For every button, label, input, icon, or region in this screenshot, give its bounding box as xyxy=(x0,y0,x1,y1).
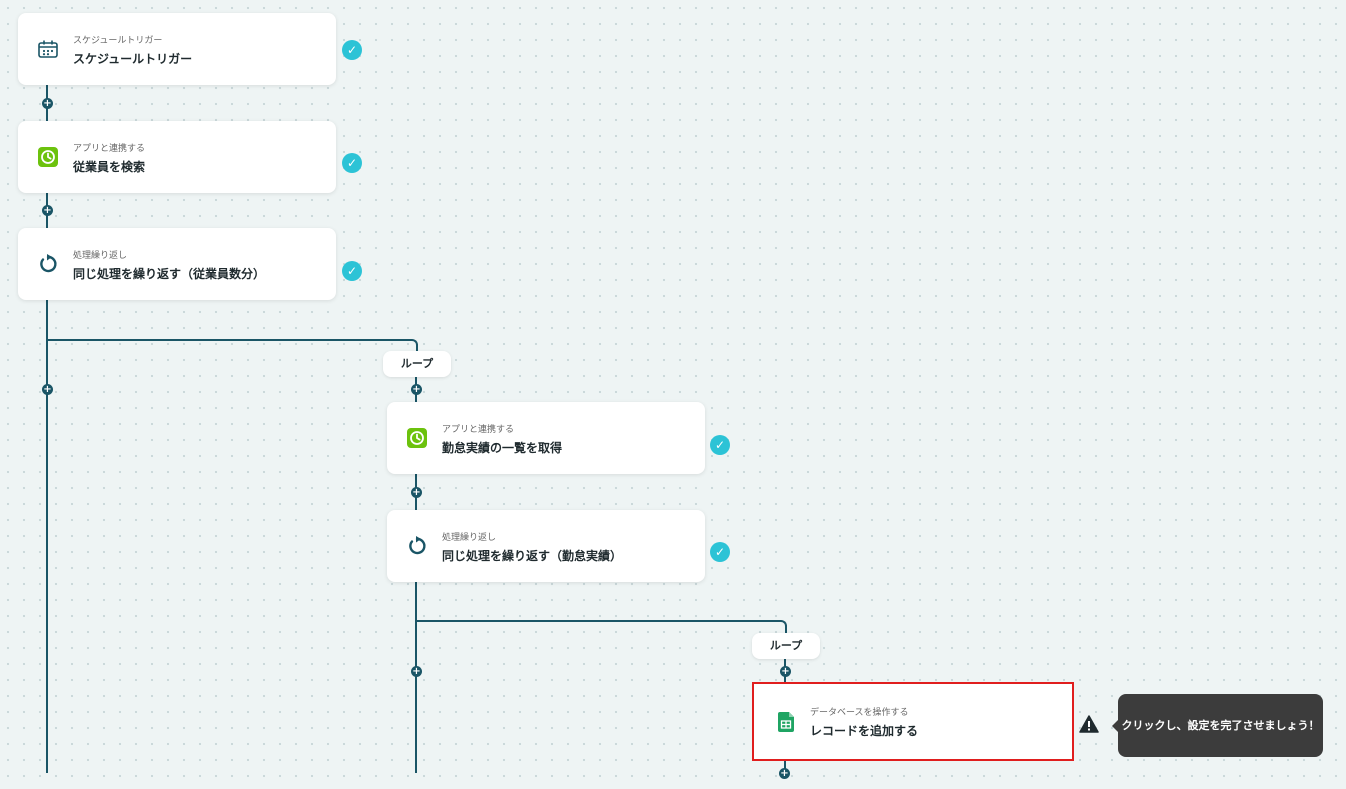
step-category: 処理繰り返し xyxy=(442,533,497,543)
step-title: レコードを追加する xyxy=(810,724,919,738)
warning-icon xyxy=(1079,715,1099,733)
check-icon: ✓ xyxy=(342,153,362,173)
loop-icon xyxy=(38,254,58,274)
step-card-loop-attendance[interactable]: 処理繰り返し 同じ処理を繰り返す（勤怠実績） xyxy=(387,510,705,582)
loop-label: ループ xyxy=(383,351,451,377)
step-title: 従業員を検索 xyxy=(73,160,146,174)
step-card-get-attendance[interactable]: アプリと連携する 勤怠実績の一覧を取得 xyxy=(387,402,705,474)
add-step-button[interactable]: + xyxy=(780,666,791,677)
setup-tooltip: クリックし、設定を完了させましょう！ xyxy=(1112,694,1323,757)
step-category: アプリと連携する xyxy=(442,425,515,435)
loop-branch-connector-2 xyxy=(416,620,787,634)
add-step-button[interactable]: + xyxy=(42,384,53,395)
step-title: 同じ処理を繰り返す（勤怠実績） xyxy=(442,549,623,563)
add-step-button[interactable]: + xyxy=(411,666,422,677)
step-title: 勤怠実績の一覧を取得 xyxy=(442,441,563,455)
calendar-icon xyxy=(38,39,58,59)
step-category: 処理繰り返し xyxy=(73,251,128,261)
add-step-button[interactable]: + xyxy=(411,487,422,498)
add-step-button[interactable]: + xyxy=(42,98,53,109)
step-card-add-record[interactable]: データベースを操作する レコードを追加する xyxy=(752,682,1074,761)
step-card-loop-employees[interactable]: 処理繰り返し 同じ処理を繰り返す（従業員数分） xyxy=(18,228,336,300)
step-category: データベースを操作する xyxy=(810,708,909,718)
step-category: スケジュールトリガー xyxy=(73,36,163,46)
loop-label: ループ xyxy=(752,633,820,659)
step-card-search-employees[interactable]: アプリと連携する 従業員を検索 xyxy=(18,121,336,193)
check-icon: ✓ xyxy=(710,435,730,455)
add-step-button[interactable]: + xyxy=(411,384,422,395)
loop-icon xyxy=(407,536,427,556)
add-step-button[interactable]: + xyxy=(779,768,790,779)
google-sheets-icon xyxy=(778,712,798,732)
check-icon: ✓ xyxy=(710,542,730,562)
main-connector xyxy=(46,84,48,773)
step-card-schedule-trigger[interactable]: スケジュールトリガー スケジュールトリガー xyxy=(18,13,336,85)
clock-app-icon xyxy=(407,428,427,448)
add-step-button[interactable]: + xyxy=(42,205,53,216)
check-icon: ✓ xyxy=(342,261,362,281)
check-icon: ✓ xyxy=(342,40,362,60)
loop-branch-connector-1 xyxy=(47,339,418,353)
step-category: アプリと連携する xyxy=(73,144,146,154)
step-title: 同じ処理を繰り返す（従業員数分） xyxy=(73,267,266,281)
clock-app-icon xyxy=(38,147,58,167)
step-title: スケジュールトリガー xyxy=(73,52,193,66)
